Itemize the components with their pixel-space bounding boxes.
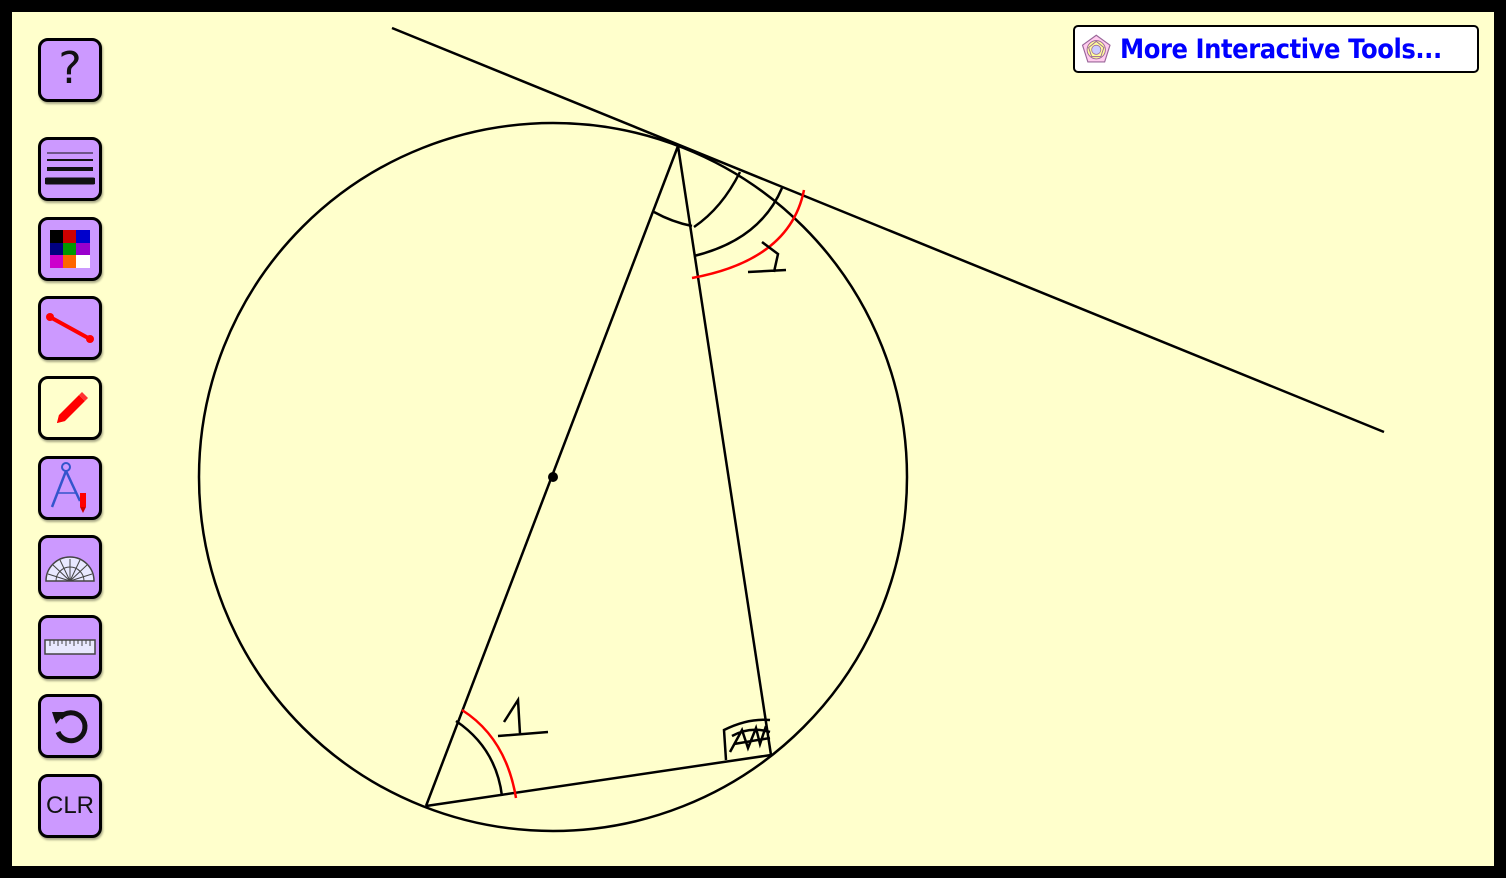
ruler-tool-button[interactable]	[38, 615, 102, 679]
right-angle-marker	[722, 718, 771, 761]
geometry-canvas[interactable]: 1 1	[12, 12, 1494, 866]
angle-arc-bottom-black	[455, 719, 504, 797]
tool-sidebar: ?	[38, 38, 106, 844]
protractor-tool-button[interactable]	[38, 535, 102, 599]
more-tools-label: More Interactive Tools...	[1119, 33, 1442, 65]
clear-button[interactable]: CLR	[38, 774, 102, 838]
angle-arc-top-inner	[653, 210, 693, 228]
compass-icon	[50, 462, 86, 513]
chord-side	[676, 145, 773, 756]
compass-tool-button[interactable]	[38, 456, 102, 520]
question-mark-icon: ?	[58, 43, 82, 94]
centre-point	[548, 472, 558, 482]
circle	[197, 121, 909, 833]
colour-palette-icon	[50, 230, 90, 268]
angle-arc-top-middle	[693, 171, 742, 229]
angle-arc-bottom-red	[461, 708, 518, 799]
undo-button[interactable]	[38, 694, 102, 758]
angle-arc-top-outer	[693, 187, 784, 258]
pentagon-logo-icon	[1081, 34, 1111, 63]
pencil-tool-button[interactable]	[38, 376, 102, 440]
more-interactive-tools-button[interactable]: More Interactive Tools...	[1073, 25, 1479, 73]
undo-icon	[52, 710, 88, 744]
line-width-button[interactable]	[38, 137, 102, 201]
pencil-icon	[57, 392, 88, 423]
protractor-icon	[45, 556, 95, 582]
angle-label-top: 1	[745, 270, 746, 272]
help-button[interactable]: ?	[38, 38, 102, 102]
angle-label-top-stroke	[747, 241, 787, 274]
colour-button[interactable]	[38, 217, 102, 281]
line-tool-button[interactable]	[38, 296, 102, 360]
angle-label-bottom-stroke	[497, 696, 549, 738]
ruler-icon	[44, 639, 96, 655]
line-segment-icon	[46, 313, 94, 343]
base-side	[425, 753, 772, 808]
tangent-line	[391, 26, 1385, 434]
clear-label: CLR	[45, 792, 94, 819]
angle-arc-top-red	[691, 189, 806, 280]
line-width-icon	[45, 152, 95, 185]
drawing-board[interactable]: 1 1 ?	[12, 12, 1494, 866]
